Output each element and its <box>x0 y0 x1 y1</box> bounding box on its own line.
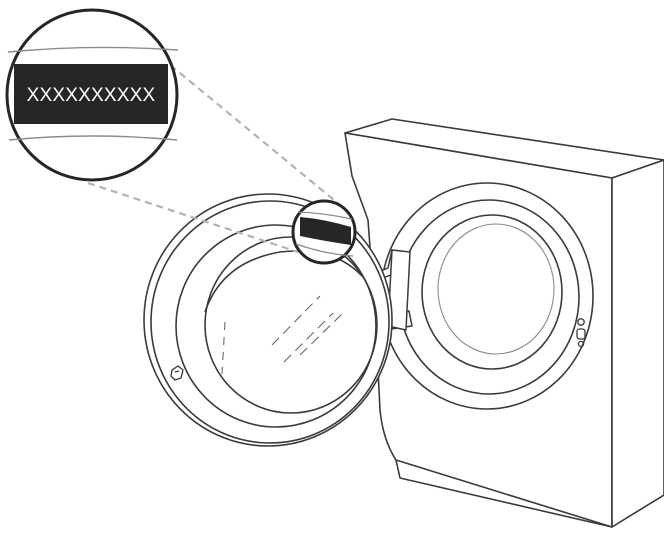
control-knob-icon <box>576 318 586 348</box>
porthole-drum-rim <box>421 214 563 370</box>
door-glass-bowl <box>204 236 378 414</box>
door-latch-icon <box>170 365 184 381</box>
callout-rim-upper-line <box>7 46 179 53</box>
door-glass-ring <box>175 224 377 428</box>
callout-leader-lines <box>87 49 341 254</box>
callout-label-text: XXXXXXXXXX <box>27 85 156 106</box>
door-glass-lip <box>204 250 363 313</box>
cabinet-base-edge <box>395 459 613 528</box>
door-rim-inner-edge <box>150 200 390 444</box>
drum-opening <box>380 182 594 410</box>
porthole-drum-inner <box>437 223 555 355</box>
callout-rim-lower-line <box>8 135 178 141</box>
label-location-marker <box>291 199 357 265</box>
magnified-callout: XXXXXXXXXX <box>5 8 179 182</box>
glass-glare <box>221 295 343 375</box>
cabinet-side-face <box>611 159 664 528</box>
callout-label-plate <box>14 64 168 124</box>
